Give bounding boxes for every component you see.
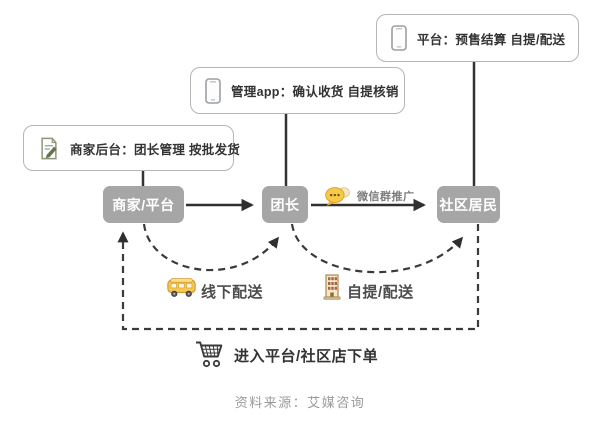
document-pencil-icon (38, 137, 60, 160)
phone-icon (391, 25, 407, 51)
label-wechat-promo: 微信群推广 (357, 191, 415, 203)
node-label-merchant-platform: 商家/平台 (112, 196, 175, 213)
loop-order-entry (117, 224, 480, 331)
node-label-community-residents: 社区居民 (439, 196, 498, 213)
label-pickup-delivery: 自提/配送 (347, 284, 414, 301)
source-note: 资料来源：艾媒咨询 (234, 395, 366, 410)
node-community-residents: 社区居民 (437, 186, 500, 223)
callout-text-platform: 平台：预售结算 自提/配送 (417, 32, 566, 47)
callout-manage-app: 管理app：确认收货 自提核销 (190, 67, 405, 114)
bus-icon (167, 277, 196, 298)
callout-text-manage-app: 管理app：确认收货 自提核销 (231, 85, 399, 99)
curve-offline-delivery (142, 223, 280, 272)
node-group-leader: 团长 (262, 186, 308, 223)
node-merchant-platform: 商家/平台 (103, 186, 184, 223)
curve-pickup-delivery (290, 223, 464, 274)
building-icon (323, 274, 341, 300)
callout-platform: 平台：预售结算 自提/配送 (376, 14, 579, 62)
cart-icon (194, 340, 224, 368)
chat-bubble-icon (324, 185, 351, 207)
node-label-group-leader: 团长 (270, 196, 300, 213)
phone-icon (205, 77, 221, 104)
callout-merchant-backend: 商家后台：团长管理 按批发货 (23, 125, 240, 171)
callout-text-merchant-backend: 商家后台：团长管理 按批发货 (70, 142, 241, 157)
label-offline-delivery: 线下配送 (201, 284, 264, 301)
label-order-entry: 进入平台/社区店下单 (234, 348, 379, 365)
